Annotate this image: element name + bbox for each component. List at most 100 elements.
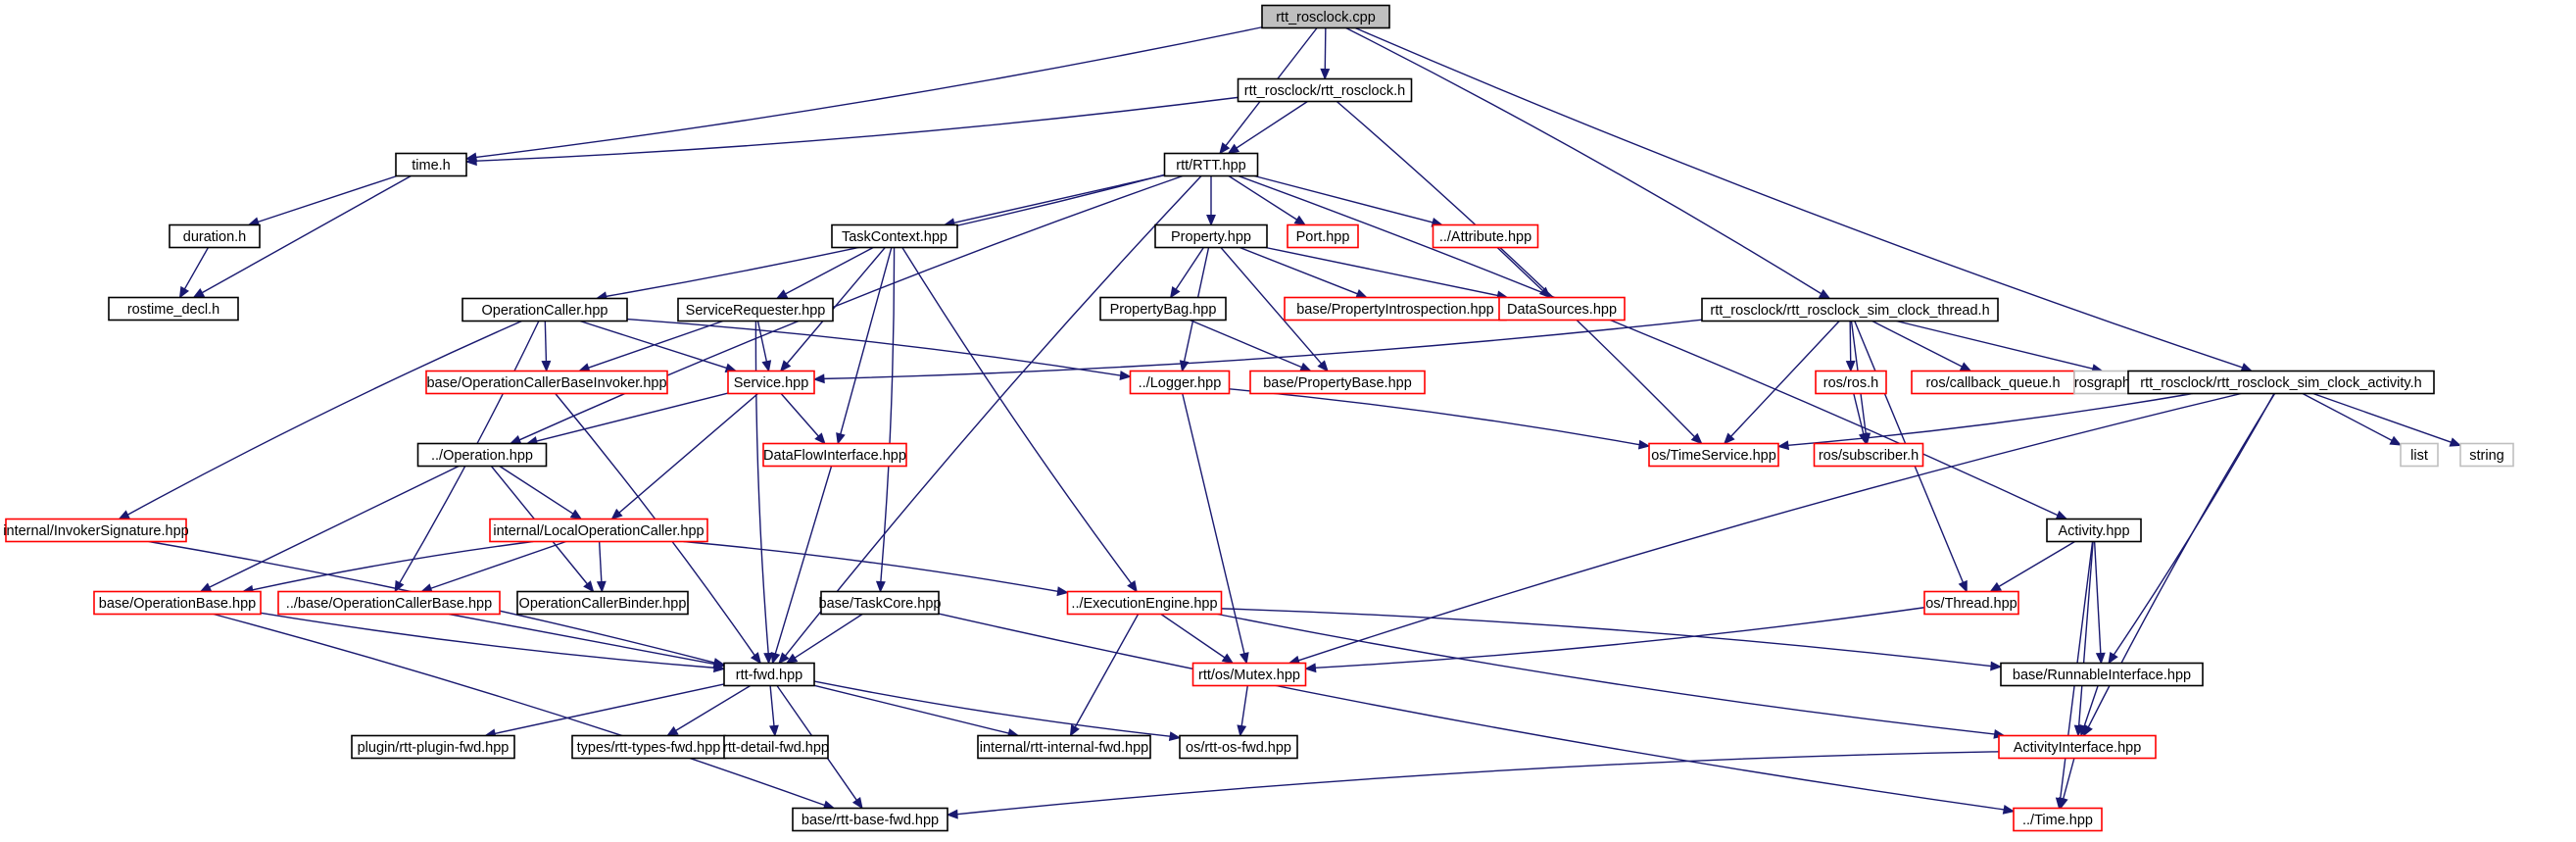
node-osfwd[interactable]: os/rtt-os-fwd.hpp xyxy=(1179,734,1298,760)
node-box xyxy=(820,590,940,616)
node-opbase[interactable]: base/OperationBase.hpp xyxy=(93,590,262,616)
node-operation[interactable]: ../Operation.hpp xyxy=(416,442,548,468)
edge-line xyxy=(1345,26,1823,295)
node-opbinder[interactable]: OperationCallerBinder.hpp xyxy=(516,590,689,616)
edge-servreq-to-service xyxy=(756,321,772,372)
node-box xyxy=(1191,662,1307,687)
node-opcaller[interactable]: OperationCaller.hpp xyxy=(462,297,628,322)
node-property[interactable]: Property.hpp xyxy=(1154,223,1268,249)
edge-rttfwd-to-osfwd xyxy=(813,680,1182,742)
node-opcallerbase[interactable]: ../base/OperationCallerBase.hpp xyxy=(277,590,501,616)
edge-rtt_hpp-to-attribute xyxy=(1253,174,1444,227)
node-localop[interactable]: internal/LocalOperationCaller.hpp xyxy=(489,518,708,543)
node-sim_activity[interactable]: rtt_rosclock/rtt_rosclock_sim_clock_acti… xyxy=(2127,370,2435,395)
edge-line xyxy=(1217,613,1995,735)
node-duration_h[interactable]: duration.h xyxy=(169,223,261,249)
node-label: Property.hpp xyxy=(1171,229,1251,245)
node-timehpp[interactable]: ../Time.hpp xyxy=(2013,807,2103,832)
node-internalfwd[interactable]: internal/rtt-internal-fwd.hpp xyxy=(977,734,1151,760)
edge-arrowhead xyxy=(2002,804,2016,815)
edge-arrowhead xyxy=(2059,797,2068,810)
node-pluginfwd[interactable]: plugin/rtt-plugin-fwd.hpp xyxy=(351,734,515,760)
node-timeservice[interactable]: os/TimeService.hpp xyxy=(1648,442,1779,468)
edge-arrowhead xyxy=(1818,289,1831,300)
edge-line xyxy=(260,612,715,669)
edge-line xyxy=(475,26,1263,159)
node-root[interactable]: rtt_rosclock.cpp xyxy=(1261,4,1390,29)
edge-arrowhead xyxy=(178,285,190,299)
edge-arrowhead xyxy=(666,725,679,737)
node-servreq[interactable]: ServiceRequester.hpp xyxy=(677,297,834,322)
node-typesfwd[interactable]: types/rtt-types-fwd.hpp xyxy=(571,734,726,760)
node-time_h[interactable]: time.h xyxy=(395,152,467,177)
edge-rtt_hpp-to-activity xyxy=(1238,174,2068,520)
edge-line xyxy=(2302,392,2393,442)
node-datasources[interactable]: DataSources.hpp xyxy=(1498,296,1626,322)
node-propintro[interactable]: base/PropertyIntrospection.hpp xyxy=(1284,296,1507,322)
node-thread[interactable]: os/Thread.hpp xyxy=(1923,590,2019,616)
node-attribute[interactable]: ../Attribute.hpp xyxy=(1432,223,1539,249)
node-activityif[interactable]: ActivityInterface.hpp xyxy=(1998,734,2157,760)
node-label: base/RunnableInterface.hpp xyxy=(2013,668,2191,683)
node-service[interactable]: Service.hpp xyxy=(727,370,815,395)
edge-arrowhead xyxy=(1304,663,1317,673)
node-box xyxy=(462,297,628,322)
node-logger[interactable]: ../Logger.hpp xyxy=(1129,370,1231,395)
node-box xyxy=(2459,442,2514,468)
edge-arrowhead xyxy=(1119,371,1132,380)
node-execengine[interactable]: ../ExecutionEngine.hpp xyxy=(1066,590,1223,616)
node-rostime_decl[interactable]: rostime_decl.h xyxy=(108,296,239,322)
node-box xyxy=(108,296,239,322)
edge-attribute-to-datasources xyxy=(1496,246,1551,299)
node-cbqueue[interactable]: ros/callback_queue.h xyxy=(1911,370,2075,395)
node-runnable[interactable]: base/RunnableInterface.hpp xyxy=(2000,662,2204,687)
node-sim_thread[interactable]: rtt_rosclock/rtt_rosclock_sim_clock_thre… xyxy=(1701,297,1999,322)
node-rttfwd[interactable]: rtt-fwd.hpp xyxy=(723,662,815,687)
node-detailfwd[interactable]: rtt-detail-fwd.hpp xyxy=(723,734,829,760)
edge-line xyxy=(2083,685,2099,727)
node-box xyxy=(1813,442,1924,468)
node-port[interactable]: Port.hpp xyxy=(1287,223,1359,249)
edge-activityif-to-basefwd xyxy=(946,751,2000,819)
node-rosros[interactable]: ros/ros.h xyxy=(1815,370,1887,395)
edge-line xyxy=(536,392,729,442)
node-mutex[interactable]: rtt/os/Mutex.hpp xyxy=(1191,662,1307,687)
node-rosclock_h[interactable]: rtt_rosclock/rtt_rosclock.h xyxy=(1237,77,1413,103)
node-box xyxy=(395,152,467,177)
node-box xyxy=(831,223,958,249)
edge-arrowhead xyxy=(763,652,774,665)
edge-property-to-propertybase xyxy=(1220,247,1329,372)
node-invoker[interactable]: internal/InvokerSignature.hpp xyxy=(3,518,189,543)
edge-root-to-rosclock_h xyxy=(1320,27,1331,80)
node-box xyxy=(2046,518,2142,543)
node-label: rtt-fwd.hpp xyxy=(736,668,803,683)
node-propertybag[interactable]: PropertyBag.hpp xyxy=(1099,296,1227,322)
node-basefwd[interactable]: base/rtt-base-fwd.hpp xyxy=(792,807,948,832)
node-box xyxy=(677,297,834,322)
edge-line xyxy=(683,540,1058,592)
edge-rosclock_h-to-timeservice xyxy=(1336,100,1703,445)
edge-arrowhead xyxy=(1221,653,1235,665)
node-label: rtt_rosclock.cpp xyxy=(1276,10,1376,25)
edge-taskcore-to-rttfwd xyxy=(785,613,863,665)
node-label: ActivityInterface.hpp xyxy=(2014,740,2142,756)
node-box xyxy=(516,590,689,616)
node-dataflow[interactable]: DataFlowInterface.hpp xyxy=(762,442,907,468)
node-taskcore[interactable]: base/TaskCore.hpp xyxy=(819,590,942,616)
edge-arrowhead xyxy=(1293,215,1307,226)
edge-sim_thread-to-service xyxy=(812,319,1703,384)
edge-arrowhead xyxy=(118,510,131,520)
edge-execengine-to-mutex xyxy=(1160,613,1235,665)
node-box xyxy=(1701,297,1999,322)
edge-arrowhead xyxy=(1320,68,1331,80)
node-rtt_hpp[interactable]: rtt/RTT.hpp xyxy=(1163,152,1259,177)
node-taskcontext[interactable]: TaskContext.hpp xyxy=(831,223,958,249)
edge-property-to-datasources xyxy=(1265,246,1509,301)
node-label: rtt_rosclock/rtt_rosclock.h xyxy=(1244,83,1405,99)
node-opcallerinvoker[interactable]: base/OperationCallerBaseInvoker.hpp xyxy=(425,370,668,395)
node-activity[interactable]: Activity.hpp xyxy=(2046,518,2142,543)
node-box xyxy=(1998,734,2157,760)
node-subscriber[interactable]: ros/subscriber.h xyxy=(1813,442,1924,468)
node-propertybase[interactable]: base/PropertyBase.hpp xyxy=(1249,370,1426,395)
node-box xyxy=(1287,223,1359,249)
